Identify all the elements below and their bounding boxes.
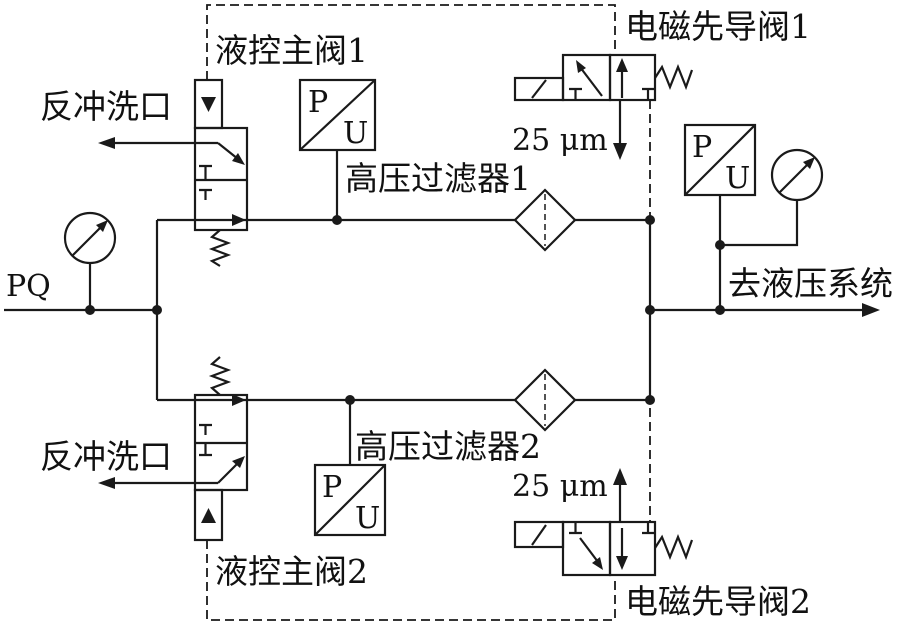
backflush-arrow-icon — [98, 137, 115, 149]
flow-arrow-icon — [592, 557, 603, 570]
pilot-main-valve-1 — [193, 78, 249, 267]
transducer-divider — [314, 464, 386, 536]
gauge-needle-tip — [96, 220, 108, 232]
pipelines — [4, 195, 880, 402]
main-valve-2-label: 液控主阀2 — [215, 552, 368, 591]
backflush-port-1-label: 反冲洗口 — [40, 87, 172, 126]
flow-arrow-icon — [616, 556, 628, 570]
pilot-signal-arrow-icon — [613, 468, 627, 485]
solenoid-slash — [531, 79, 547, 99]
transducer-divider — [684, 124, 756, 196]
backflush-arrow-icon — [98, 477, 115, 489]
backflush-flow-path — [217, 462, 239, 484]
pilot-main-valve-2 — [193, 356, 249, 542]
filter-2-label: 高压过滤器2 — [355, 427, 541, 466]
gauge-needle-tip — [803, 157, 815, 169]
outlet-label: 去液压系统 — [728, 264, 893, 303]
transducer-box — [298, 78, 377, 152]
backflush-port-1 — [98, 137, 218, 149]
high-pressure-filter-1-icon — [513, 188, 577, 252]
junction-dot — [332, 215, 342, 225]
outlet-gauge-tap — [720, 200, 799, 247]
transducer-p-label: P — [322, 470, 342, 505]
blocked-port-icon — [642, 522, 654, 535]
blocked-port-icon — [199, 443, 212, 457]
high-pressure-filter-2-icon — [513, 368, 577, 432]
filter-1-rating-label: 25 μm — [512, 123, 608, 158]
boundary-top — [206, 4, 616, 80]
solenoid-valve-1-label: 电磁先导阀1 — [625, 7, 811, 46]
outlet-pressure-gauge-icon — [770, 148, 824, 202]
flow-arrow-icon — [576, 60, 586, 73]
backflush-port-2-label: 反冲洗口 — [40, 437, 172, 476]
main-valve-1-label: 液控主阀1 — [215, 31, 368, 70]
return-spring-icon — [208, 356, 232, 396]
transducer-divider — [299, 79, 376, 151]
inlet-label: PQ — [6, 269, 51, 304]
junction-dot — [645, 305, 655, 315]
filter-body — [513, 188, 577, 252]
transducer-p-label: P — [692, 130, 712, 165]
transducer-u-label: U — [725, 161, 750, 196]
blocked-port-icon — [199, 164, 212, 180]
transducer-box — [313, 463, 387, 537]
filtration-flow-arrow-icon — [232, 394, 246, 406]
outlet-arrow-icon — [862, 303, 880, 317]
transducer-box — [683, 123, 757, 197]
gauge-dial — [770, 148, 824, 202]
junction-dot — [645, 215, 655, 225]
pilot-signal-arrow-icon — [613, 143, 627, 160]
blocked-port-icon — [199, 423, 212, 435]
pilot-down-arrow-icon — [201, 97, 216, 112]
filter-1-label: 高压过滤器1 — [345, 159, 531, 198]
junction-dot — [715, 240, 725, 250]
flow-path-diagonal — [579, 66, 603, 97]
pressure-transducer-1-icon: P U — [298, 78, 377, 220]
solenoid-valve-2-label: 电磁先导阀2 — [625, 582, 811, 621]
blocked-port-icon — [199, 188, 212, 200]
blocked-port-icon — [569, 522, 582, 535]
gauge-needle — [779, 162, 810, 193]
filter-2-rating-label: 25 μm — [512, 469, 608, 504]
junction-dot — [645, 395, 655, 405]
junction-dot — [152, 305, 162, 315]
backflush-flow-path — [217, 142, 239, 160]
solenoid-slash — [531, 524, 547, 546]
transducer-u-label: U — [355, 501, 380, 536]
pilot-actuator — [193, 488, 224, 542]
solenoid-pilot-valve-1 — [513, 53, 694, 160]
return-spring-icon — [654, 534, 694, 561]
backflush-flow-arrow-icon — [232, 456, 245, 468]
filter-body — [513, 368, 577, 432]
pressure-transducer-3-icon: P U — [683, 123, 757, 197]
return-spring-icon — [654, 64, 694, 91]
blocked-port-icon — [569, 87, 582, 100]
transducer-u-label: U — [343, 116, 368, 151]
transducer-p-label: P — [308, 85, 328, 120]
filtration-flow-arrow-icon — [232, 214, 246, 226]
boundary-bottom — [206, 540, 616, 621]
gauge-dial — [63, 211, 117, 265]
pilot-up-arrow-icon — [201, 508, 216, 523]
flow-arrow-icon — [616, 58, 628, 72]
junction-dot — [85, 305, 95, 315]
solenoid-pilot-valve-2 — [513, 468, 694, 577]
backflush-flow-arrow-icon — [232, 153, 245, 165]
junction-dot — [345, 395, 355, 405]
pressure-transducer-2-icon: P U — [313, 400, 387, 537]
inlet-pressure-gauge-icon — [63, 211, 117, 310]
flow-path-diagonal — [579, 537, 599, 563]
backflush-port-2 — [98, 477, 218, 489]
junction-dot — [715, 305, 725, 315]
return-spring-icon — [208, 229, 232, 267]
blocked-port-icon — [642, 87, 654, 100]
valve-position-b — [608, 520, 657, 577]
junction-dots — [85, 215, 725, 405]
gauge-needle — [72, 225, 103, 256]
